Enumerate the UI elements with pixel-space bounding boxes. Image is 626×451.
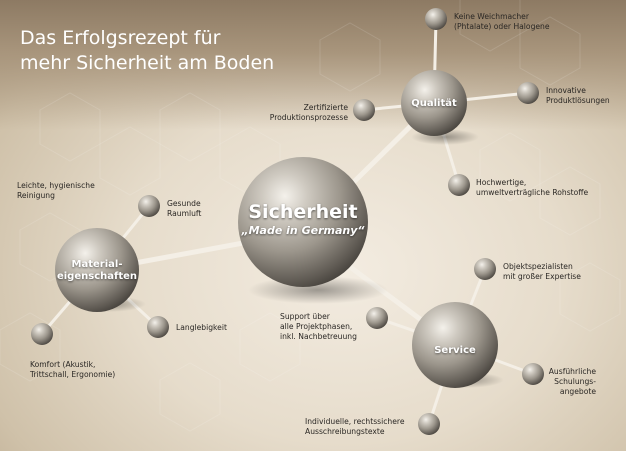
material-label-line-2: eigenschaften	[52, 271, 142, 283]
label-langlebigkeit: Langlebigkeit	[176, 323, 227, 333]
label-zertifiziert-line-2: Produktionsprozesse	[244, 113, 348, 123]
label-schulung-line-1: Ausführliche	[530, 367, 596, 377]
raumluft-node	[138, 195, 160, 217]
material-label-line-1: Material-	[52, 259, 142, 271]
label-zertifiziert: Zertifizierte Produktionsprozesse	[244, 103, 348, 123]
label-weichmacher-line-1: Keine Weichmacher	[454, 12, 550, 22]
label-support-line-2: alle Projektphasen,	[280, 322, 357, 332]
label-reinigung-line-1: Leichte, hygienische	[17, 181, 95, 191]
service-label: Service	[412, 345, 498, 357]
center-label: Sicherheit „Made in Germany“	[238, 200, 368, 238]
label-objekt-line-1: Objektspezialisten	[503, 262, 581, 272]
qualitaet-label-text: Qualität	[400, 98, 468, 110]
label-rohstoffe-line-1: Hochwertige,	[476, 178, 588, 188]
label-objekt-line-2: mit großer Expertise	[503, 272, 581, 282]
label-komfort: Komfort (Akustik, Trittschall, Ergonomie…	[30, 360, 115, 380]
label-reinigung-line-2: Reinigung	[17, 191, 95, 201]
label-schulung-line-3: angebote	[530, 387, 596, 397]
label-weichmacher-line-2: (Phtalate) oder Halogene	[454, 22, 550, 32]
center-label-line-2: „Made in Germany“	[238, 224, 368, 238]
label-komfort-line-2: Trittschall, Ergonomie)	[30, 370, 115, 380]
label-komfort-line-1: Komfort (Akustik,	[30, 360, 115, 370]
rohstoffe-node	[448, 174, 470, 196]
label-rohstoffe: Hochwertige, umweltverträgliche Rohstoff…	[476, 178, 588, 198]
qualitaet-label: Qualität	[400, 98, 468, 110]
label-innovative: Innovative Produktlösungen	[546, 86, 610, 106]
ausschreibung-node	[418, 413, 440, 435]
label-schulung: Ausführliche Schulungs- angebote	[530, 367, 596, 397]
label-rohstoffe-line-2: umweltverträgliche Rohstoffe	[476, 188, 588, 198]
label-support-line-1: Support über	[280, 312, 357, 322]
label-weichmacher: Keine Weichmacher (Phtalate) oder Haloge…	[454, 12, 550, 32]
label-reinigung: Leichte, hygienische Reinigung	[17, 181, 95, 201]
komfort-node	[31, 323, 53, 345]
label-ausschreibung-line-1: Individuelle, rechtssichere	[305, 417, 405, 427]
label-zertifiziert-line-1: Zertifizierte	[244, 103, 348, 113]
label-ausschreibung: Individuelle, rechtssichere Ausschreibun…	[305, 417, 405, 437]
label-raumluft: Gesunde Raumluft	[167, 199, 201, 219]
label-raumluft-line-1: Gesunde	[167, 199, 201, 209]
weichmacher-node	[425, 8, 447, 30]
label-langlebigkeit-text: Langlebigkeit	[176, 323, 227, 333]
label-innovative-line-2: Produktlösungen	[546, 96, 610, 106]
label-ausschreibung-line-2: Ausschreibungstexte	[305, 427, 405, 437]
label-schulung-line-2: Schulungs-	[530, 377, 596, 387]
label-objekt: Objektspezialisten mit großer Expertise	[503, 262, 581, 282]
label-support-line-3: inkl. Nachbetreuung	[280, 332, 357, 342]
center-label-line-1: Sicherheit	[238, 200, 368, 224]
label-raumluft-line-2: Raumluft	[167, 209, 201, 219]
support-node	[366, 307, 388, 329]
service-label-text: Service	[412, 345, 498, 357]
langlebigkeit-node	[147, 316, 169, 338]
zertifiziert-node	[353, 99, 375, 121]
label-innovative-line-1: Innovative	[546, 86, 610, 96]
material-label: Material- eigenschaften	[52, 259, 142, 283]
label-support: Support über alle Projektphasen, inkl. N…	[280, 312, 357, 342]
innovative-node	[517, 82, 539, 104]
objekt-node	[474, 258, 496, 280]
